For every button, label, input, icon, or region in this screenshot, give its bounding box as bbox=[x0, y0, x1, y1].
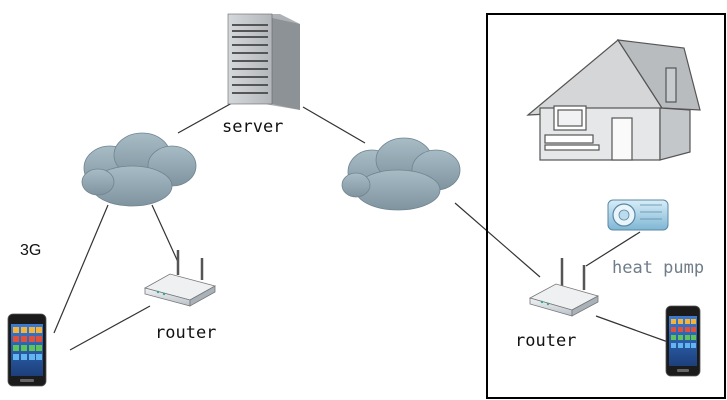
line-router-phone-wireless bbox=[69, 305, 151, 351]
line-router-phone-right bbox=[595, 315, 669, 343]
router-left-label: router bbox=[155, 323, 216, 343]
line-cloud-left-router bbox=[151, 204, 179, 263]
router-right-label: router bbox=[515, 331, 576, 351]
smartphone-right-icon bbox=[665, 305, 701, 377]
cloud-left-icon bbox=[81, 132, 197, 207]
smartphone-left-icon bbox=[7, 313, 47, 387]
cloud-right-icon bbox=[341, 137, 461, 211]
heat-pump-label: heat pump bbox=[612, 258, 704, 278]
server-label: server bbox=[222, 117, 283, 137]
server-tower-icon bbox=[227, 13, 300, 110]
wireless-router-right-icon bbox=[528, 258, 600, 317]
heat-pump-unit-icon bbox=[607, 199, 669, 231]
line-server-cloud-right bbox=[302, 106, 366, 144]
line-cloud-right-router bbox=[454, 202, 541, 278]
line-router-heat-pump bbox=[585, 231, 641, 267]
line-server-cloud-left bbox=[177, 102, 233, 134]
wireless-router-left-icon bbox=[143, 250, 217, 307]
house-icon bbox=[526, 39, 701, 161]
connection-lines bbox=[53, 102, 669, 351]
line-cloud-left-phone bbox=[53, 204, 109, 334]
three-g-label: 3G bbox=[20, 242, 41, 259]
home-boundary bbox=[486, 13, 726, 399]
